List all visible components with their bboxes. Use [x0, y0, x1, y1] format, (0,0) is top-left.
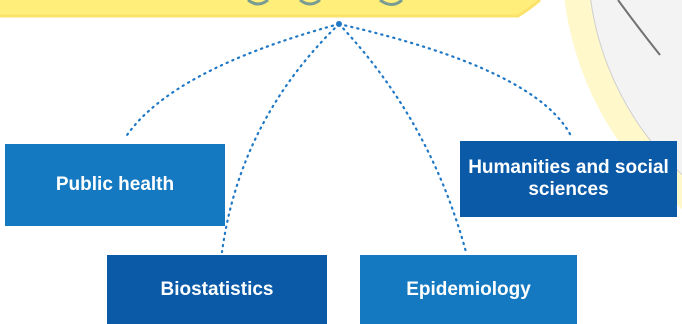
connector-humanities — [337, 22, 574, 140]
top-banner — [0, 0, 541, 18]
node-public-health: Public health — [5, 144, 225, 226]
node-public-health-label: Public health — [55, 174, 175, 195]
node-biostatistics-label: Biostatistics — [160, 278, 274, 300]
connector-epidemiology — [337, 22, 468, 254]
connector-biostatistics — [220, 22, 341, 254]
connector-public-health — [123, 22, 341, 140]
node-biostatistics: Biostatistics — [107, 255, 327, 324]
node-epidemiology: Epidemiology — [360, 255, 577, 324]
node-epidemiology-label: Epidemiology — [406, 278, 531, 300]
decorative-circle — [564, 0, 682, 209]
node-humanities: Humanities and social sciences — [460, 141, 677, 217]
node-humanities-label: Humanities and social sciences — [468, 157, 669, 200]
